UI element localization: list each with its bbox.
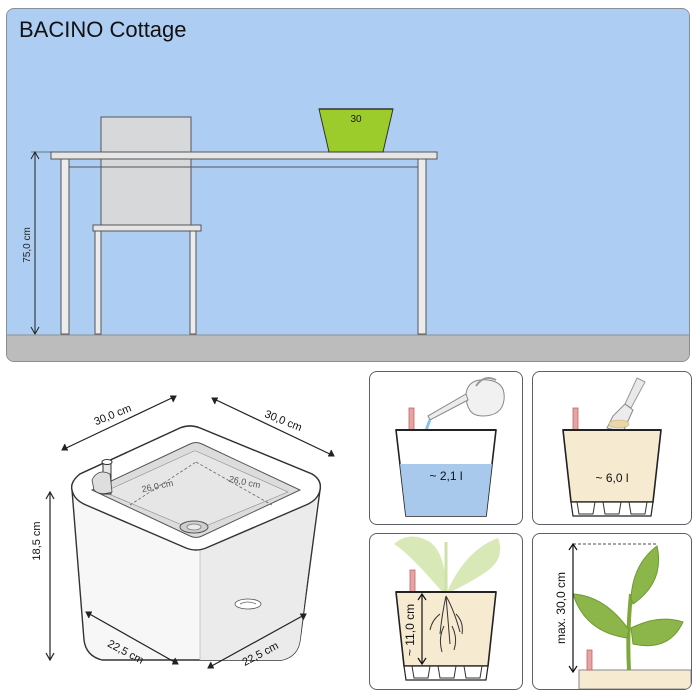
substrate-volume-label: ~ 6,0 l [595, 471, 628, 485]
chair-leg-right [189, 230, 197, 335]
pot-height-label: 18,5 cm [31, 521, 43, 560]
plant-leaf-right [630, 618, 684, 647]
top-width-right-label: 30,0 cm [263, 408, 304, 434]
plant-illustration: max. 30,0 cm [554, 542, 691, 689]
room-illustration: 30 75,0 cm [7, 108, 689, 361]
brand-logo [234, 598, 262, 610]
trowel-icon [624, 377, 646, 409]
substrate-water-indicator [572, 407, 579, 431]
substrate-illustration: ~ 6,0 l [562, 377, 662, 517]
water-fill [400, 464, 492, 516]
leaf-left [394, 536, 446, 594]
top-width-left-line [61, 395, 177, 451]
bottom-left-line [85, 611, 179, 665]
product-diagram: 26,0 cm 26,0 cm 30,0 cm 30,0 cm 18,5 cm … [31, 395, 335, 669]
room-scene: 30 75,0 cm BACINO Cottage [6, 8, 690, 362]
inner-left-dim [129, 461, 197, 506]
water-illustration: ~ 2,1 l [395, 377, 505, 517]
plant-water-indicator [586, 649, 593, 671]
table-leg-right [417, 158, 427, 335]
step-substrate-panel: ~ 6,0 l [532, 371, 692, 525]
water-indicator [408, 407, 415, 431]
bottom-right-line [207, 613, 307, 669]
step-roots-panel: ~ 11,0 cm [369, 533, 523, 690]
top-width-left-label: 30,0 cm [92, 402, 133, 428]
substrate-fill [562, 429, 662, 503]
table-top [50, 151, 438, 160]
watering-can-icon [465, 379, 505, 417]
table-leg-left [60, 158, 70, 335]
chair-back [100, 116, 192, 228]
root-depth-label: ~ 11,0 cm [403, 604, 417, 656]
plant-base [578, 669, 691, 689]
table-height-label: 75,0 cm [22, 227, 33, 263]
step-plant-panel: max. 30,0 cm [532, 533, 692, 690]
chair-seat [92, 224, 202, 232]
floor [7, 335, 689, 361]
plant-height-label: max. 30,0 cm [554, 572, 568, 644]
chair-leg-left [94, 230, 102, 335]
roots-illustration: ~ 11,0 cm [394, 536, 501, 681]
roots [429, 595, 463, 653]
inner-right-dim [195, 461, 273, 506]
pot-size-label: 30 [350, 114, 362, 125]
top-width-right-line [211, 397, 335, 457]
page-title: BACINO Cottage [19, 17, 187, 42]
leaf-right [448, 538, 501, 592]
step-water-panel: ~ 2,1 l [369, 371, 523, 525]
roots-water-indicator [409, 569, 416, 593]
plant-leaf-left [572, 593, 630, 639]
plant-leaf-top [630, 545, 660, 605]
water-volume-label: ~ 2,1 l [429, 469, 462, 483]
